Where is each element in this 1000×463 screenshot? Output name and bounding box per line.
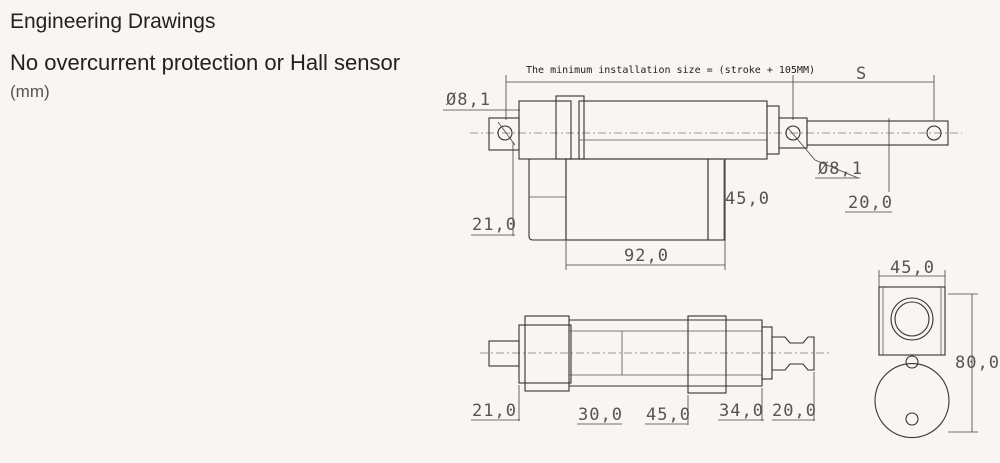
dim-bottom-45: 45,0 [646,405,691,425]
dim-width: 45,0 [890,258,935,278]
dim-hole-rear: Ø8,1 [446,90,491,110]
dim-hole-front: Ø8,1 [818,159,863,179]
end-view-dimensions: 45,0 80,0 [878,258,1000,433]
dim-bottom-30: 30,0 [578,405,623,425]
dim-bottom-21: 21,0 [472,401,517,421]
dim-bottom-34: 34,0 [719,401,764,421]
stroke-dimension: S [505,64,935,120]
installation-size-note: The minimum installation size = (stroke … [526,65,815,76]
unit-label: (mm) [10,82,50,101]
dim-bottom-20: 20,0 [772,401,817,421]
dim-height: 80,0 [955,353,1000,373]
dim-rod-end: 20,0 [848,193,893,213]
side-view-dimensions: 21,0 30,0 45,0 34,0 20,0 [471,372,817,425]
actuator-side-view [480,315,830,394]
dim-rear-clevis: 21,0 [472,215,517,235]
dim-body-length: 92,0 [624,246,669,266]
stroke-label: S [856,64,867,84]
actuator-top-view [470,95,962,241]
top-view-dimensions: Ø8,1 Ø8,1 20,0 45,0 21,0 92,0 [443,90,893,270]
page-title: Engineering Drawings [10,10,216,33]
actuator-end-view [874,286,950,439]
dim-motor-height: 45,0 [725,189,770,209]
page-subtitle: No overcurrent protection or Hall sensor [10,50,401,75]
